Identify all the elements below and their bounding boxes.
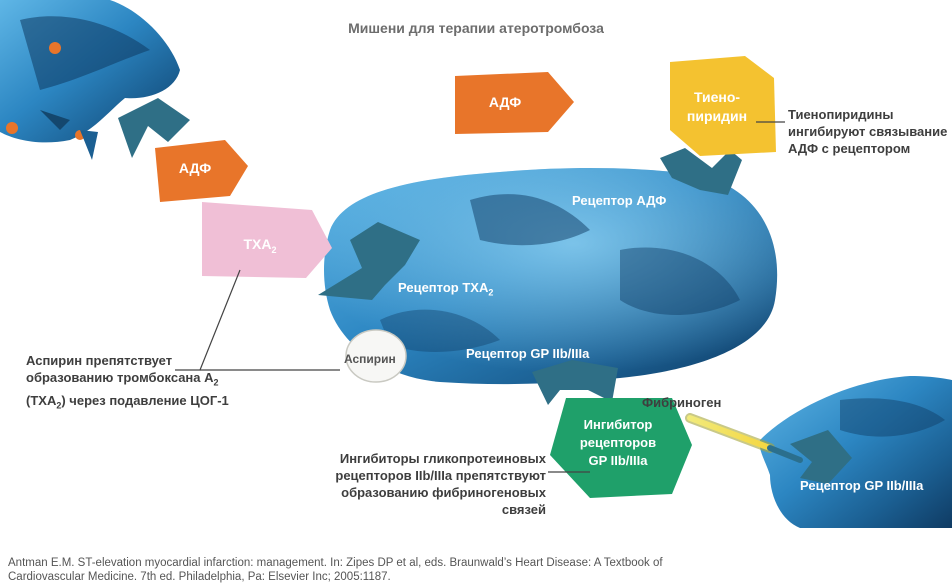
receptor-txa2-label: Рецептор TXA2: [398, 280, 494, 298]
adp-left-label: АДФ: [178, 160, 212, 176]
fibrinogen-label: Фибриноген: [642, 395, 722, 410]
adp-top-shape: [455, 72, 574, 134]
receptor-txa2-shape: [318, 222, 420, 300]
platelet-main: [324, 168, 778, 385]
gp-inhibitor-label: Ингибитор рецепторов GP IIb/IIIa: [579, 417, 657, 468]
aspirin-label: Аспирин: [344, 352, 396, 366]
annotation-aspirin: Аспирин препятствует образованию тромбок…: [26, 353, 229, 411]
receptor-adp-left-shape: [118, 98, 190, 158]
granule-icon: [6, 122, 18, 134]
txa2-label: TXA2: [243, 236, 277, 255]
thienopyridine-shape: [670, 56, 776, 156]
platelet-top-left: [0, 0, 180, 160]
annotation-thienopyridines: Тиенопиридины ингибируют связывание АДФ …: [788, 107, 948, 156]
receptor-gp-right-label: Рецептор GP IIb/IIIa: [800, 478, 924, 493]
granule-icon: [49, 42, 61, 54]
thienopyridine-label: Тиено- пиридин: [686, 89, 748, 124]
gp-inhibitor-shape: [550, 398, 692, 498]
adp-top-label: АДФ: [488, 94, 522, 110]
platelet-bottom-right: [759, 376, 952, 528]
receptor-gp-right-shape: [790, 430, 852, 484]
diagram-title: Мишени для терапии атеротромбоза: [348, 20, 604, 36]
aspirin-blob: [345, 329, 407, 383]
receptor-adp-label: Рецептор АДФ: [572, 193, 667, 208]
receptor-gp-main-shape: [532, 360, 618, 405]
receptor-gp-label: Рецептор GP IIb/IIIa: [466, 346, 590, 361]
citation: Antman E.M. ST-elevation myocardial infa…: [8, 557, 663, 583]
adp-left-shape: [155, 140, 248, 202]
receptor-adp-main-shape: [660, 148, 742, 195]
annotation-gp-inhibitors: Ингибиторы гликопротеиновых рецепторов I…: [335, 451, 546, 517]
fibrinogen-bridge: [687, 415, 773, 451]
txa2-shape: [202, 202, 332, 278]
